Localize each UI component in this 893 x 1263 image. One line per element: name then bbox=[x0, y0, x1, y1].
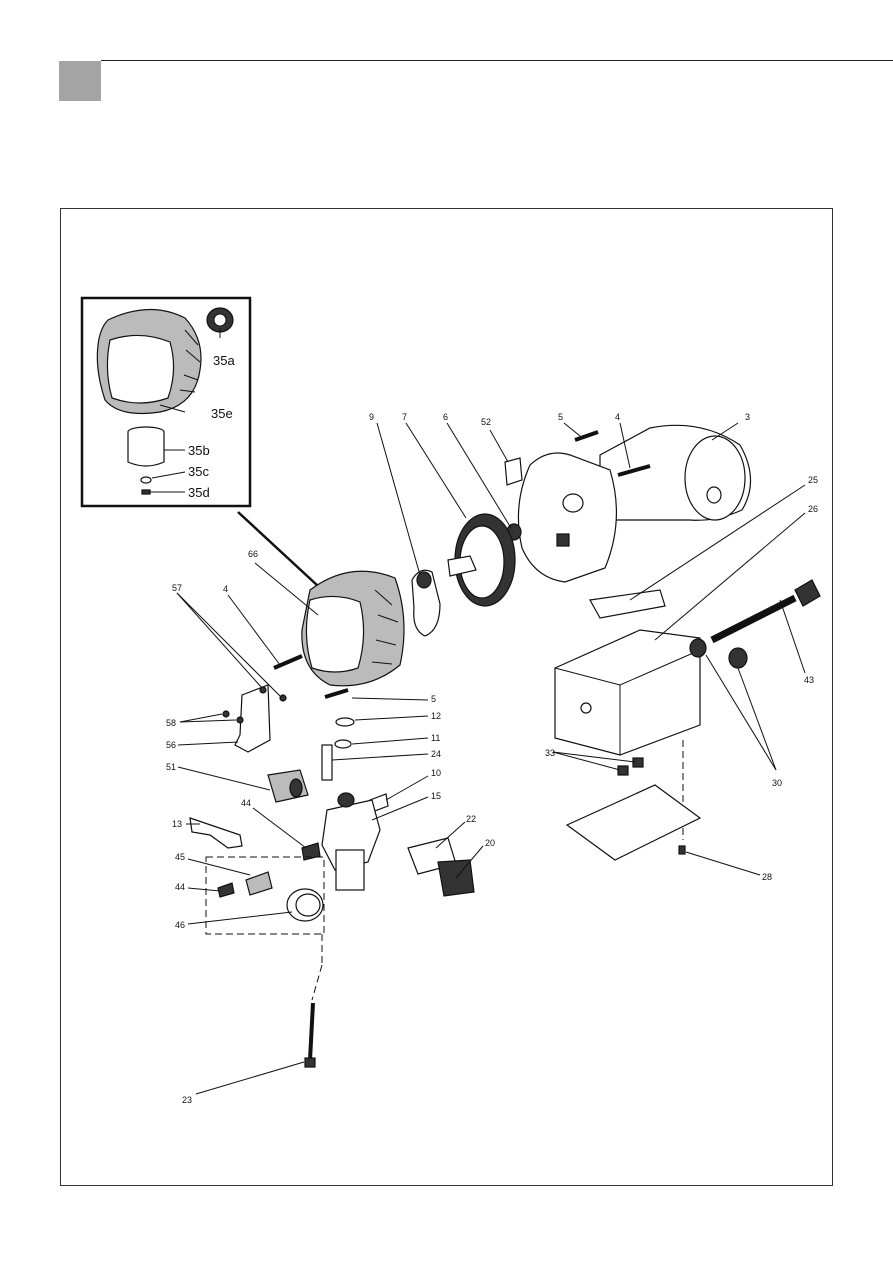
mount-plate bbox=[589, 589, 666, 619]
label-part-25: 25 bbox=[808, 475, 818, 485]
strain-relief-30b bbox=[728, 647, 748, 669]
screw-57a bbox=[259, 686, 267, 694]
label-part-66: 66 bbox=[248, 549, 258, 559]
label-part-5-lower: 5 bbox=[431, 694, 436, 704]
label-part-6: 6 bbox=[443, 412, 448, 422]
power-plug bbox=[794, 579, 821, 607]
label-part-9: 9 bbox=[369, 412, 374, 422]
label-part-33: 33 bbox=[545, 748, 555, 758]
label-part-26: 26 bbox=[808, 504, 818, 514]
label-part-23: 23 bbox=[182, 1095, 192, 1105]
oring-11 bbox=[334, 739, 352, 749]
diagram-frame bbox=[60, 208, 833, 1186]
gearbox-shaft bbox=[556, 533, 570, 547]
bolt-23 bbox=[308, 1002, 315, 1061]
label-part-58: 58 bbox=[166, 718, 176, 728]
dash-down-2 bbox=[311, 964, 323, 1001]
base-plate bbox=[565, 784, 702, 861]
label-part-56: 56 bbox=[166, 740, 176, 750]
screw-5-top bbox=[574, 430, 599, 442]
fitting-44b bbox=[217, 882, 235, 898]
inset-sleeve bbox=[127, 432, 165, 467]
power-cord-43 bbox=[710, 594, 797, 644]
label-part-11: 11 bbox=[431, 733, 440, 743]
leader-lines bbox=[176, 422, 806, 1095]
screw-58a bbox=[222, 710, 230, 718]
pump-body-15-lower bbox=[335, 849, 365, 891]
rod-4-left bbox=[273, 654, 303, 670]
label-part-52: 52 bbox=[481, 417, 491, 427]
label-part-46: 46 bbox=[175, 920, 185, 930]
motor-port bbox=[706, 486, 722, 504]
inset-cover-ribs bbox=[179, 329, 201, 393]
frame-26-hole bbox=[580, 702, 592, 714]
gauge-46-face bbox=[295, 893, 321, 917]
label-part-20: 20 bbox=[485, 838, 495, 848]
label-part-57: 57 bbox=[172, 583, 182, 593]
label-part-5-top: 5 bbox=[558, 412, 563, 422]
label-part-22: 22 bbox=[466, 814, 476, 824]
label-part-44-lower: 44 bbox=[175, 882, 185, 892]
label-part-7: 7 bbox=[402, 412, 407, 422]
screw-57b bbox=[279, 694, 287, 702]
label-part-4-top: 4 bbox=[615, 412, 620, 422]
label-35b: 35b bbox=[188, 443, 210, 458]
screw-5-lower bbox=[324, 688, 349, 699]
header-rule bbox=[101, 60, 893, 61]
label-part-3: 3 bbox=[745, 412, 750, 422]
rod-4-top bbox=[617, 464, 651, 477]
crank-9-eye bbox=[416, 571, 432, 589]
cover-66-ribs bbox=[371, 589, 399, 665]
crank-9 bbox=[411, 569, 441, 637]
label-part-12: 12 bbox=[431, 711, 441, 721]
label-part-43: 43 bbox=[804, 675, 814, 685]
label-part-51: 51 bbox=[166, 762, 176, 772]
fitting-44a bbox=[301, 842, 321, 861]
label-35c: 35c bbox=[188, 464, 209, 479]
inset-screw bbox=[141, 489, 151, 495]
tube-24 bbox=[321, 744, 333, 781]
screw-28 bbox=[678, 845, 686, 855]
bolt-23-head bbox=[304, 1057, 316, 1068]
inset-bearing-bore bbox=[213, 313, 227, 327]
clip-13 bbox=[189, 817, 243, 849]
label-part-13: 13 bbox=[172, 819, 182, 829]
pump-body-15-top bbox=[337, 792, 355, 808]
frame-26-edges bbox=[554, 649, 701, 755]
bracket-56 bbox=[234, 684, 271, 753]
label-35d: 35d bbox=[188, 485, 210, 500]
label-plate-52 bbox=[504, 457, 523, 486]
inset-connector bbox=[237, 511, 319, 587]
label-35e: 35e bbox=[211, 406, 233, 421]
valve-51-knob bbox=[289, 778, 303, 798]
foot-33b bbox=[632, 757, 644, 768]
label-part-45: 45 bbox=[175, 852, 185, 862]
label-part-4-left: 4 bbox=[223, 584, 228, 594]
screw-58b bbox=[236, 716, 244, 724]
leader-35c bbox=[151, 471, 186, 479]
tee-45 bbox=[245, 871, 273, 896]
inset-cover-face bbox=[106, 334, 175, 404]
cover-66-face bbox=[305, 595, 365, 673]
label-part-28: 28 bbox=[762, 872, 772, 882]
label-35a: 35a bbox=[213, 353, 235, 368]
strain-relief-30a bbox=[689, 638, 707, 658]
label-part-30: 30 bbox=[772, 778, 782, 788]
section-tab-marker bbox=[59, 61, 101, 101]
label-part-10: 10 bbox=[431, 768, 441, 778]
motor-endcap bbox=[684, 435, 746, 521]
gearbox-hole bbox=[562, 493, 584, 513]
label-part-24: 24 bbox=[431, 749, 441, 759]
seal-12 bbox=[335, 717, 355, 727]
frame-26 bbox=[554, 629, 701, 756]
gearbox-housing bbox=[517, 452, 618, 583]
inset-washer bbox=[140, 476, 152, 484]
gauge-group-box bbox=[205, 856, 325, 935]
label-part-15: 15 bbox=[431, 791, 441, 801]
label-part-44-upper: 44 bbox=[241, 798, 251, 808]
gear-7-shaft bbox=[447, 555, 477, 577]
foot-33a bbox=[617, 765, 629, 776]
leader-35e bbox=[159, 404, 186, 413]
